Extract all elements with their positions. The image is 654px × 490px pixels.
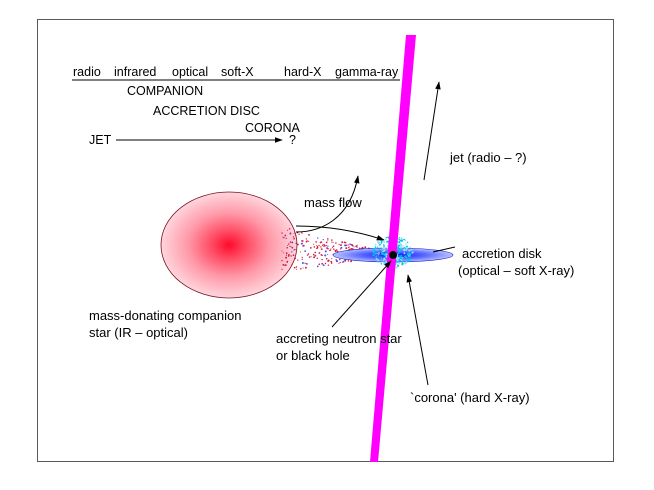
band-infrared: infrared [114, 65, 156, 79]
legend-corona: CORONA [245, 121, 301, 135]
compact-label-line1: accreting neutron star [276, 331, 402, 346]
legend-accretion-disc: ACCRETION DISC [153, 104, 260, 118]
band-soft-x: soft-X [221, 65, 254, 79]
jet [370, 35, 416, 462]
band-radio: radio [73, 65, 101, 79]
companion-label-line2: star (IR – optical) [89, 325, 188, 340]
legend-jet: JET [89, 133, 112, 147]
compact-object [389, 251, 397, 259]
disk-label-line2: (optical – soft X-ray) [458, 263, 574, 278]
mass-flow-arrow [295, 225, 385, 241]
corona-arrow [406, 274, 429, 386]
disk-label-line1: accretion disk [462, 246, 542, 261]
jet-arrow [423, 81, 441, 181]
jet-label: jet (radio – ?) [449, 150, 527, 165]
companion-star [160, 191, 298, 299]
diagram-frame [37, 19, 614, 462]
band-gamma-ray: gamma-ray [335, 65, 399, 79]
mass-flow-up-arrow [295, 175, 360, 233]
legend-companion: COMPANION [127, 84, 203, 98]
mass-flow-label: mass flow [304, 195, 362, 210]
corona-label: `corona' (hard X-ray) [410, 390, 530, 405]
companion-label-line1: mass-donating companion [89, 308, 241, 323]
band-legend: radio infrared optical soft-X hard-X gam… [72, 65, 400, 147]
band-optical: optical [172, 65, 208, 79]
compact-object-arrow [331, 260, 392, 328]
band-hard-x: hard-X [284, 65, 322, 79]
disk-pointer-line [432, 246, 456, 253]
compact-label-line2: or black hole [276, 348, 350, 363]
legend-jet-end: ? [289, 133, 296, 147]
